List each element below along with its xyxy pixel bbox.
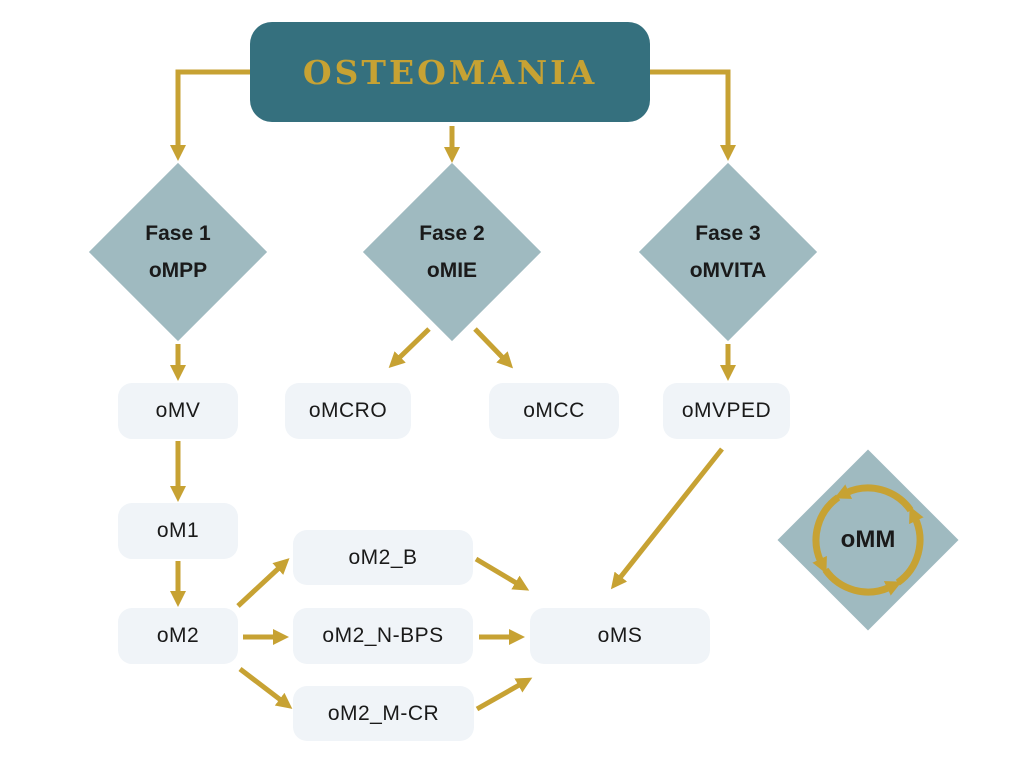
edge-title-to-fase1 [170,69,250,161]
node-oms: oMS [530,608,710,664]
node-label: oM2_B [348,545,418,569]
edge-om2-to-om2b [236,558,290,608]
phase-code: oMPP [148,258,208,282]
phase-name: Fase 2 [419,221,485,245]
phase-name: Fase 3 [695,221,761,245]
edge-title-to-fase3 [650,69,736,161]
node-label: oM2_M-CR [327,701,440,725]
phase-label-group: Fase 2 oMIE [364,164,540,340]
node-label: oM2_N-BPS [322,624,444,647]
phase-label-group: Fase 1 oMPP [90,164,266,340]
node-om2-n-bps: oM2_N-BPS [293,608,473,664]
node-omcro: oMCRO [285,383,411,439]
phase-name: Fase 1 [145,221,211,245]
phase-diamond-fase1: Fase 1 oMPP [88,162,268,342]
node-om1: oM1 [118,503,238,559]
node-label: oM1 [156,519,200,542]
page-title: OSTEOMANIA [302,52,598,92]
node-omvped: oMVPED [663,383,790,439]
node-label: oM2 [156,624,200,647]
edge-om2b-to-oms [474,556,530,591]
node-label: oMCC [523,399,585,422]
title-box: OSTEOMANIA [250,22,650,122]
node-om2-m-cr: oM2_M-CR [293,686,474,741]
node-label: oMS [597,624,643,647]
node-label: oMVPED [681,399,772,422]
node-omcc: oMCC [489,383,619,439]
phase-label-group: Fase 3 oMVITA [640,164,816,340]
cycle-diamond-omm: oMM [777,449,959,631]
node-omv: oMV [118,383,238,439]
phase-code: oMVITA [689,258,767,282]
node-om2: oM2 [118,608,238,664]
edge-omvped-to-oms [610,447,724,590]
edge-om2-to-om2mcr [238,667,293,709]
phase-diamond-fase2: Fase 2 oMIE [362,162,542,342]
edge-om2mcr-to-oms [475,677,533,712]
node-label: oMV [155,399,201,422]
cycle-node-label: oMM [840,526,896,553]
phase-code: oMIE [426,258,478,282]
node-label: oMCRO [308,399,388,422]
phase-diamond-fase3: Fase 3 oMVITA [638,162,818,342]
node-om2-b: oM2_B [293,530,473,585]
cycle-label-group: oMM [778,450,958,630]
